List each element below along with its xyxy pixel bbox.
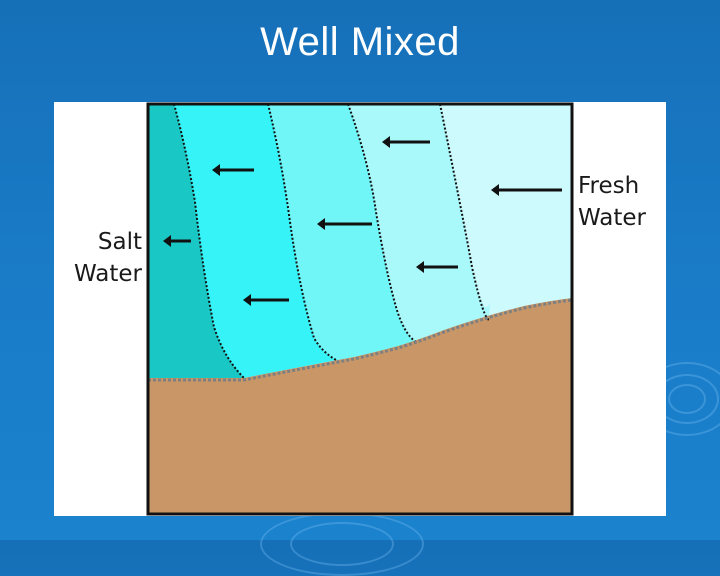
left-arrow-icon: [212, 164, 254, 176]
boundary-line-4: [439, 103, 491, 321]
slide-title: Well Mixed: [260, 20, 460, 64]
left-arrow-icon: [243, 294, 289, 306]
salt-label-line-2: Water: [74, 261, 142, 287]
fresh-label-line-2: Water: [578, 205, 646, 231]
fresh-label-line-1: Fresh: [578, 173, 640, 199]
boundary-line-2: [267, 103, 337, 361]
sediment-surface-line: [148, 298, 573, 382]
left-arrow-icon: [163, 235, 191, 247]
boundary-line-1: [173, 103, 245, 379]
salt-label-line-1: Salt: [97, 229, 142, 255]
left-arrow-icon: [491, 184, 562, 196]
fresh-water-label: Fresh Water: [578, 170, 646, 234]
ripple-decoration: [668, 384, 706, 414]
sediment-layer: [148, 298, 572, 514]
diagram-graphic: [146, 102, 574, 516]
boundary-line-3: [347, 103, 417, 343]
flow-arrows: [163, 136, 562, 306]
left-arrow-icon: [416, 261, 458, 273]
estuary-diagram: Salt Water Fresh Water: [54, 102, 666, 516]
ripple-decoration: [290, 522, 394, 566]
salt-water-layer: [148, 104, 244, 378]
salt-water-label: Salt Water: [54, 226, 142, 290]
left-arrow-icon: [317, 218, 372, 230]
diagram-frame: [146, 102, 574, 516]
left-arrow-icon: [382, 136, 430, 148]
